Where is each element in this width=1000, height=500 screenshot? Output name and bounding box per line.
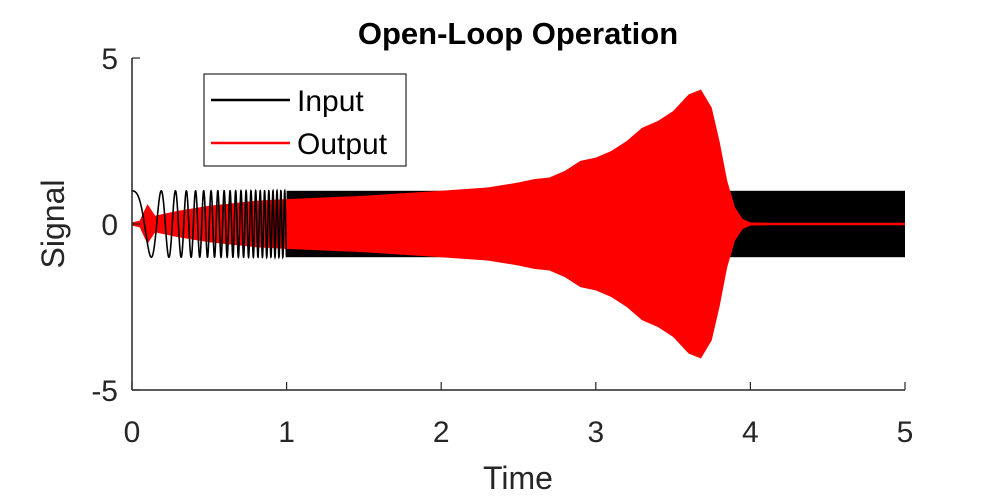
legend-label-input: Input <box>297 85 364 118</box>
legend-label-output: Output <box>297 128 388 161</box>
y-tick-label: 0 <box>101 209 118 242</box>
x-tick-label: 0 <box>124 416 141 449</box>
y-tick-label: 5 <box>101 43 118 76</box>
y-tick-label: -5 <box>91 375 118 408</box>
chart-title: Open-Loop Operation <box>358 16 678 51</box>
x-tick-label: 5 <box>897 416 914 449</box>
x-tick-label: 1 <box>278 416 295 449</box>
legend: Input Output <box>203 73 407 167</box>
legend-box <box>203 73 407 167</box>
x-tick-label: 3 <box>587 416 604 449</box>
output-series <box>132 89 905 359</box>
plot-area <box>132 89 906 359</box>
y-axis-label: Signal <box>35 180 71 269</box>
output-envelope <box>132 89 905 359</box>
x-tick-label: 2 <box>433 416 450 449</box>
input-line-overlay <box>132 188 288 260</box>
x-tick-label: 4 <box>742 416 759 449</box>
x-axis-label: Time <box>483 460 553 496</box>
